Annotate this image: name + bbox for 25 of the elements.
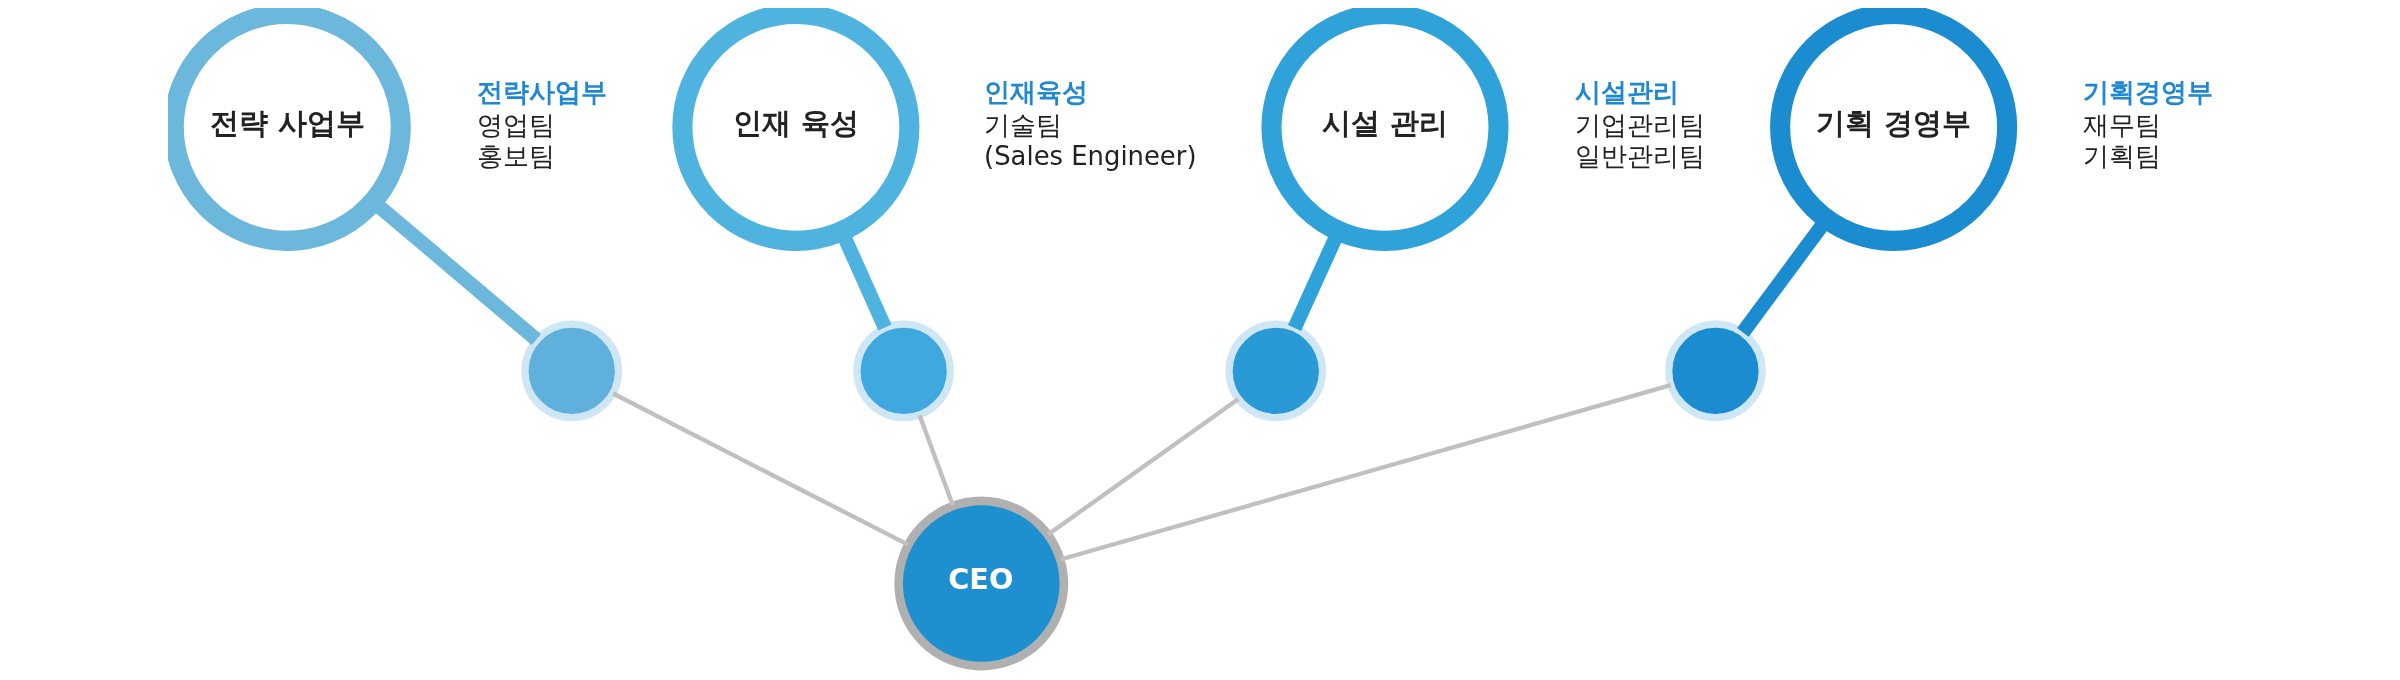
connector: [917, 414, 956, 507]
connector: [1046, 397, 1240, 537]
node-label: 인재육성: [984, 76, 1089, 107]
node-label: 기술팀: [984, 109, 1063, 140]
node-label: 시설관리: [1574, 76, 1679, 107]
node-circle: 시설 관리: [1261, 8, 1509, 251]
node-circle: [853, 320, 954, 422]
node-circle: [1665, 320, 1766, 422]
node-label: 기업관리팀: [1574, 109, 1705, 140]
node-circle: 기획 경영부: [1770, 8, 2018, 251]
node-circle: [1225, 320, 1327, 422]
node-circle: 인재 육성: [672, 8, 920, 251]
node-label: 홍보팀: [476, 141, 555, 172]
node-label: 기획경영부: [2083, 76, 2214, 107]
node-circle: CEO: [894, 496, 1069, 671]
node-label: 영업팀: [476, 109, 555, 140]
node-circle: [521, 320, 623, 422]
node-label: (Sales Engineer): [984, 141, 1197, 172]
connector: [1059, 383, 1672, 562]
node-label: 기획팀: [2083, 141, 2162, 172]
node-label: 일반관리팀: [1574, 141, 1705, 172]
node-circle: 전략 사업부: [168, 8, 411, 251]
connector: [612, 391, 910, 547]
node-label: 재무팀: [2083, 109, 2162, 140]
node-label: 전략사업부: [476, 76, 607, 107]
